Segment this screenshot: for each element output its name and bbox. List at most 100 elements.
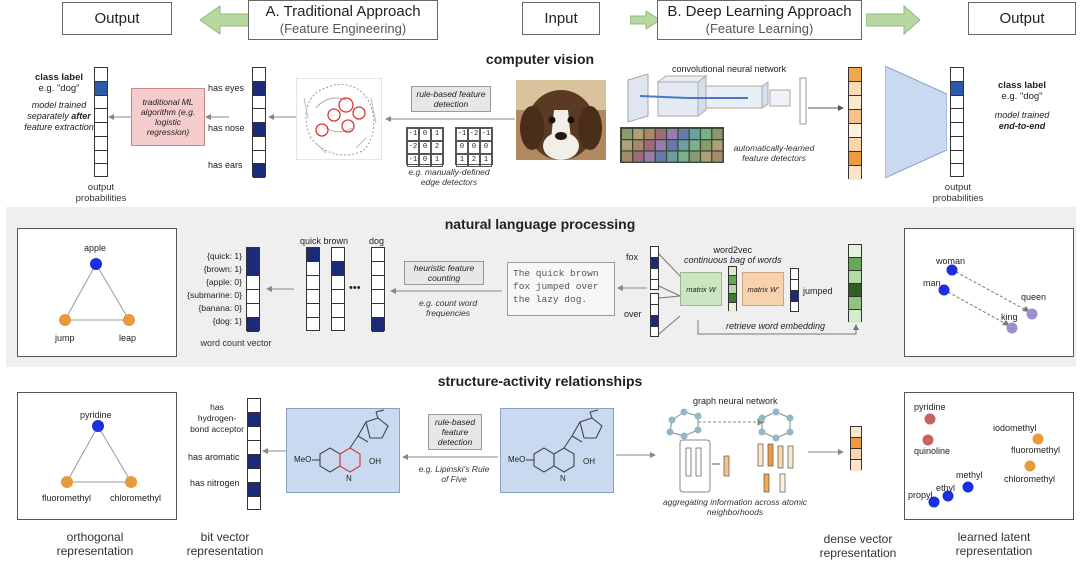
latent-chloromethyl: chloromethyl bbox=[1004, 474, 1056, 484]
filter-tile bbox=[689, 129, 700, 139]
bit-feature-nitrogen: has nitrogen bbox=[190, 478, 240, 488]
w2v-title: word2vec bbox=[713, 245, 753, 255]
nlp-embedding-plot bbox=[938, 264, 1038, 334]
k2-cell: 0 bbox=[468, 141, 480, 154]
n-label-2: N bbox=[560, 474, 566, 483]
col-label-dog: dog bbox=[369, 236, 385, 246]
traditional-approach-box: A. Traditional Approach (Feature Enginee… bbox=[248, 0, 438, 40]
cv-class-label-right: class label e.g. "dog" model trained end… bbox=[976, 80, 1068, 132]
arrow-sketch-to-features bbox=[268, 114, 296, 120]
right-class-label-bold: class label bbox=[997, 80, 1047, 91]
w2v-output-vector bbox=[790, 268, 799, 312]
k1-cell: 0 bbox=[419, 128, 431, 141]
arrow-photo-to-sketch bbox=[385, 116, 515, 122]
meo-label-2: MeO bbox=[508, 455, 526, 464]
deep-learning-approach-box: B. Deep Learning Approach (Feature Learn… bbox=[657, 0, 862, 40]
arrow-sentence-to-onehots bbox=[390, 288, 502, 294]
arrow-right-small-icon bbox=[630, 10, 660, 30]
count-brown: {brown: 1} bbox=[203, 264, 242, 274]
bit-feature-hbond: has hydrogen-bond acceptor bbox=[190, 402, 244, 434]
class-label-bold: class label bbox=[34, 72, 84, 83]
col-brown: brown bbox=[323, 236, 349, 246]
filter-tile bbox=[644, 129, 655, 139]
filter-tile bbox=[633, 140, 644, 151]
matrix-w-prime: matrix W' bbox=[742, 272, 784, 306]
molecule-input-box bbox=[500, 408, 614, 493]
latent-quinoline: quinoline bbox=[914, 446, 951, 456]
edge-detector-caption: e.g. manually-defined edge detectors bbox=[408, 167, 490, 187]
nlp-orthogonal-graph bbox=[59, 258, 135, 326]
output-probability-vector-left bbox=[94, 67, 108, 177]
sentence-box: The quick brown fox jumped over the lazy… bbox=[507, 262, 615, 316]
filter-tile bbox=[655, 129, 666, 139]
output-box-right: Output bbox=[968, 2, 1076, 35]
trad-note-after: after bbox=[71, 111, 91, 121]
dog-photo bbox=[516, 80, 606, 160]
k2-cell: -1 bbox=[480, 128, 492, 141]
w2v-fox-label: fox bbox=[626, 252, 639, 262]
col-label-quick-brown: quick brown bbox=[300, 236, 348, 246]
word-count-caption: word count vector bbox=[200, 338, 272, 348]
filter-tile bbox=[712, 140, 723, 151]
sar-orthogonal-graph-box bbox=[17, 392, 177, 520]
deep-learning-title: B. Deep Learning Approach bbox=[667, 3, 852, 20]
nlp-orthogonal-graph-box bbox=[17, 228, 177, 357]
filter-tile bbox=[667, 140, 678, 151]
dog-feature-sketch bbox=[296, 78, 382, 160]
auto-learned-caption: automatically-learned feature detectors bbox=[733, 143, 815, 163]
filter-tile bbox=[712, 129, 723, 139]
filter-tile bbox=[622, 151, 632, 162]
trad-note-separately: separately bbox=[27, 111, 69, 121]
filter-tile bbox=[644, 151, 655, 162]
k1-cell: 2 bbox=[431, 141, 443, 154]
feature-has-ears: has ears bbox=[208, 160, 243, 170]
cv-feature-vector bbox=[252, 67, 266, 178]
arrow-mol2-to-mol1 bbox=[402, 454, 498, 460]
filter-tile bbox=[667, 151, 678, 162]
latent-iodomethyl: iodomethyl bbox=[993, 423, 1037, 433]
trad-note-line3: feature extraction bbox=[24, 122, 94, 132]
nlp-section-title: natural language processing bbox=[444, 216, 636, 232]
onehot-brown bbox=[331, 247, 345, 331]
cv-learned-feature-vector bbox=[848, 67, 862, 180]
w2v-hidden-vector bbox=[728, 266, 737, 312]
k2-cell: -1 bbox=[456, 128, 468, 141]
k1-cell: 1 bbox=[431, 154, 443, 167]
filter-tile bbox=[622, 129, 632, 139]
filter-tile bbox=[667, 129, 678, 139]
lipinski-caption: e.g. Lipinski's Rule of Five bbox=[418, 464, 490, 484]
latent-methyl: methyl bbox=[956, 470, 983, 480]
class-label-example: e.g. "dog" bbox=[38, 83, 80, 94]
feature-has-eyes: has eyes bbox=[208, 83, 245, 93]
gnn-label: graph neural network bbox=[693, 396, 778, 406]
output-probabilities-left: output probabilities bbox=[75, 182, 127, 204]
k1-cell: -2 bbox=[407, 141, 419, 154]
caption-learned: learned latent representation bbox=[955, 530, 1033, 558]
nlp-embedding-box bbox=[904, 228, 1074, 357]
bit-feature-aromatic: has aromatic bbox=[188, 452, 240, 462]
cnn-diagram bbox=[627, 73, 807, 125]
w2v-subtitle: continuous bag of words bbox=[684, 255, 782, 265]
deep-learning-subtitle: (Feature Learning) bbox=[705, 21, 814, 36]
filter-tile bbox=[655, 140, 666, 151]
filter-tile bbox=[689, 151, 700, 162]
emb-man: man bbox=[923, 278, 941, 288]
col-quick: quick bbox=[300, 236, 322, 246]
molecule-input bbox=[526, 409, 603, 473]
kernel-grid-1: -1 0 1 -2 0 2 -1 0 1 bbox=[406, 127, 444, 167]
output-box-left: Output bbox=[62, 2, 172, 35]
count-banana: {banana: 0} bbox=[198, 303, 243, 313]
right-class-label-example: e.g. "dog" bbox=[1001, 91, 1043, 102]
k1-cell: 0 bbox=[419, 154, 431, 167]
molecule-highlighted-box bbox=[286, 408, 400, 493]
filter-tile bbox=[633, 151, 644, 162]
feature-has-nose: has nose bbox=[208, 123, 245, 133]
filter-tile bbox=[678, 140, 689, 151]
matrix-w: matrix W bbox=[680, 272, 722, 306]
w2v-label: word2vec continuous bag of words bbox=[684, 245, 782, 265]
k1-cell: -1 bbox=[407, 154, 419, 167]
aggregating-caption: aggregating information across atomic ne… bbox=[662, 497, 808, 517]
trad-note-line1: model trained bbox=[31, 100, 87, 110]
gnn-diagram bbox=[666, 408, 794, 493]
output-label-right: Output bbox=[999, 10, 1045, 27]
